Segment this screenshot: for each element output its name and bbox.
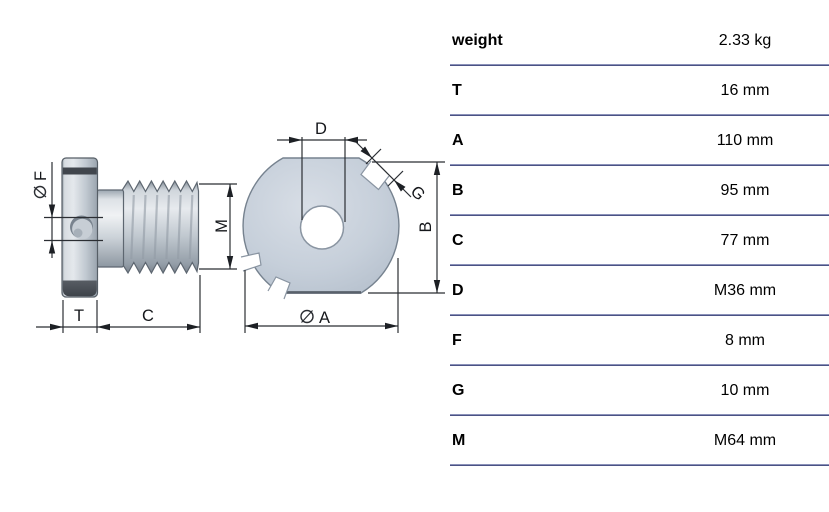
dim-f-label: F — [32, 171, 50, 181]
dim-d-label: D — [315, 120, 327, 138]
dim-m-label: M — [213, 219, 231, 233]
center-hole — [299, 205, 345, 250]
spec-label: T — [452, 82, 462, 99]
spec-row-m: M M64 mm — [450, 416, 829, 466]
spec-label: D — [452, 282, 464, 299]
diameter-icon — [300, 309, 314, 324]
spec-row-d: D M36 mm — [450, 266, 829, 316]
dim-t-label: T — [74, 307, 84, 325]
dim-c-label: C — [142, 307, 154, 325]
spec-value: 110 mm — [716, 132, 774, 149]
spec-row-a: A 110 mm — [450, 116, 829, 166]
dim-d: D — [277, 120, 367, 222]
thread-shading — [130, 194, 194, 260]
dim-a-label: A — [319, 309, 330, 327]
spec-row-c: C 77 mm — [450, 216, 829, 266]
spec-label: C — [452, 232, 464, 249]
head-slot — [62, 167, 97, 175]
spec-row-b: B 95 mm — [450, 166, 829, 216]
spec-value: M64 mm — [713, 432, 777, 449]
neck — [96, 189, 125, 268]
spec-value: 16 mm — [720, 82, 770, 99]
spec-row-weight: weight 2.33 kg — [450, 16, 829, 66]
spec-value: 2.33 kg — [718, 32, 772, 49]
spec-row-t: T 16 mm — [450, 66, 829, 116]
spec-label: G — [452, 382, 465, 399]
spec-row-f: F 8 mm — [450, 316, 829, 366]
head-hole — [70, 215, 93, 240]
spec-table: weight 2.33 kg T 16 mm A 110 mm B 95 mm … — [450, 16, 829, 466]
dim-a: A — [244, 258, 399, 333]
spec-value: 77 mm — [720, 232, 770, 249]
side-view — [61, 157, 200, 298]
dim-b-label: B — [417, 221, 435, 232]
spec-value: M36 mm — [713, 282, 777, 299]
head-bottom-shadow — [62, 280, 97, 297]
diameter-icon — [33, 185, 47, 199]
spec-value: 10 mm — [720, 382, 770, 399]
spec-row-g: G 10 mm — [450, 366, 829, 416]
notch-top-right — [360, 160, 390, 191]
spec-label: B — [452, 182, 464, 199]
spec-value: 95 mm — [720, 182, 770, 199]
spec-label: F — [452, 332, 462, 349]
spec-value: 8 mm — [725, 332, 765, 349]
front-view — [240, 157, 400, 300]
technical-drawing: F T C M — [32, 120, 445, 333]
dim-m: M — [199, 183, 237, 270]
drawing-svg: F T C M — [32, 120, 445, 333]
spec-label: M — [452, 432, 466, 449]
notch-bottom-left — [267, 276, 291, 300]
dim-g-label: G — [407, 182, 429, 204]
dim-b: B — [368, 161, 445, 294]
dim-t-c: T C — [36, 275, 201, 333]
spec-label: weight — [452, 32, 503, 49]
notch-left — [240, 252, 262, 272]
dim-f: F — [32, 162, 103, 258]
spec-label: A — [452, 132, 464, 149]
